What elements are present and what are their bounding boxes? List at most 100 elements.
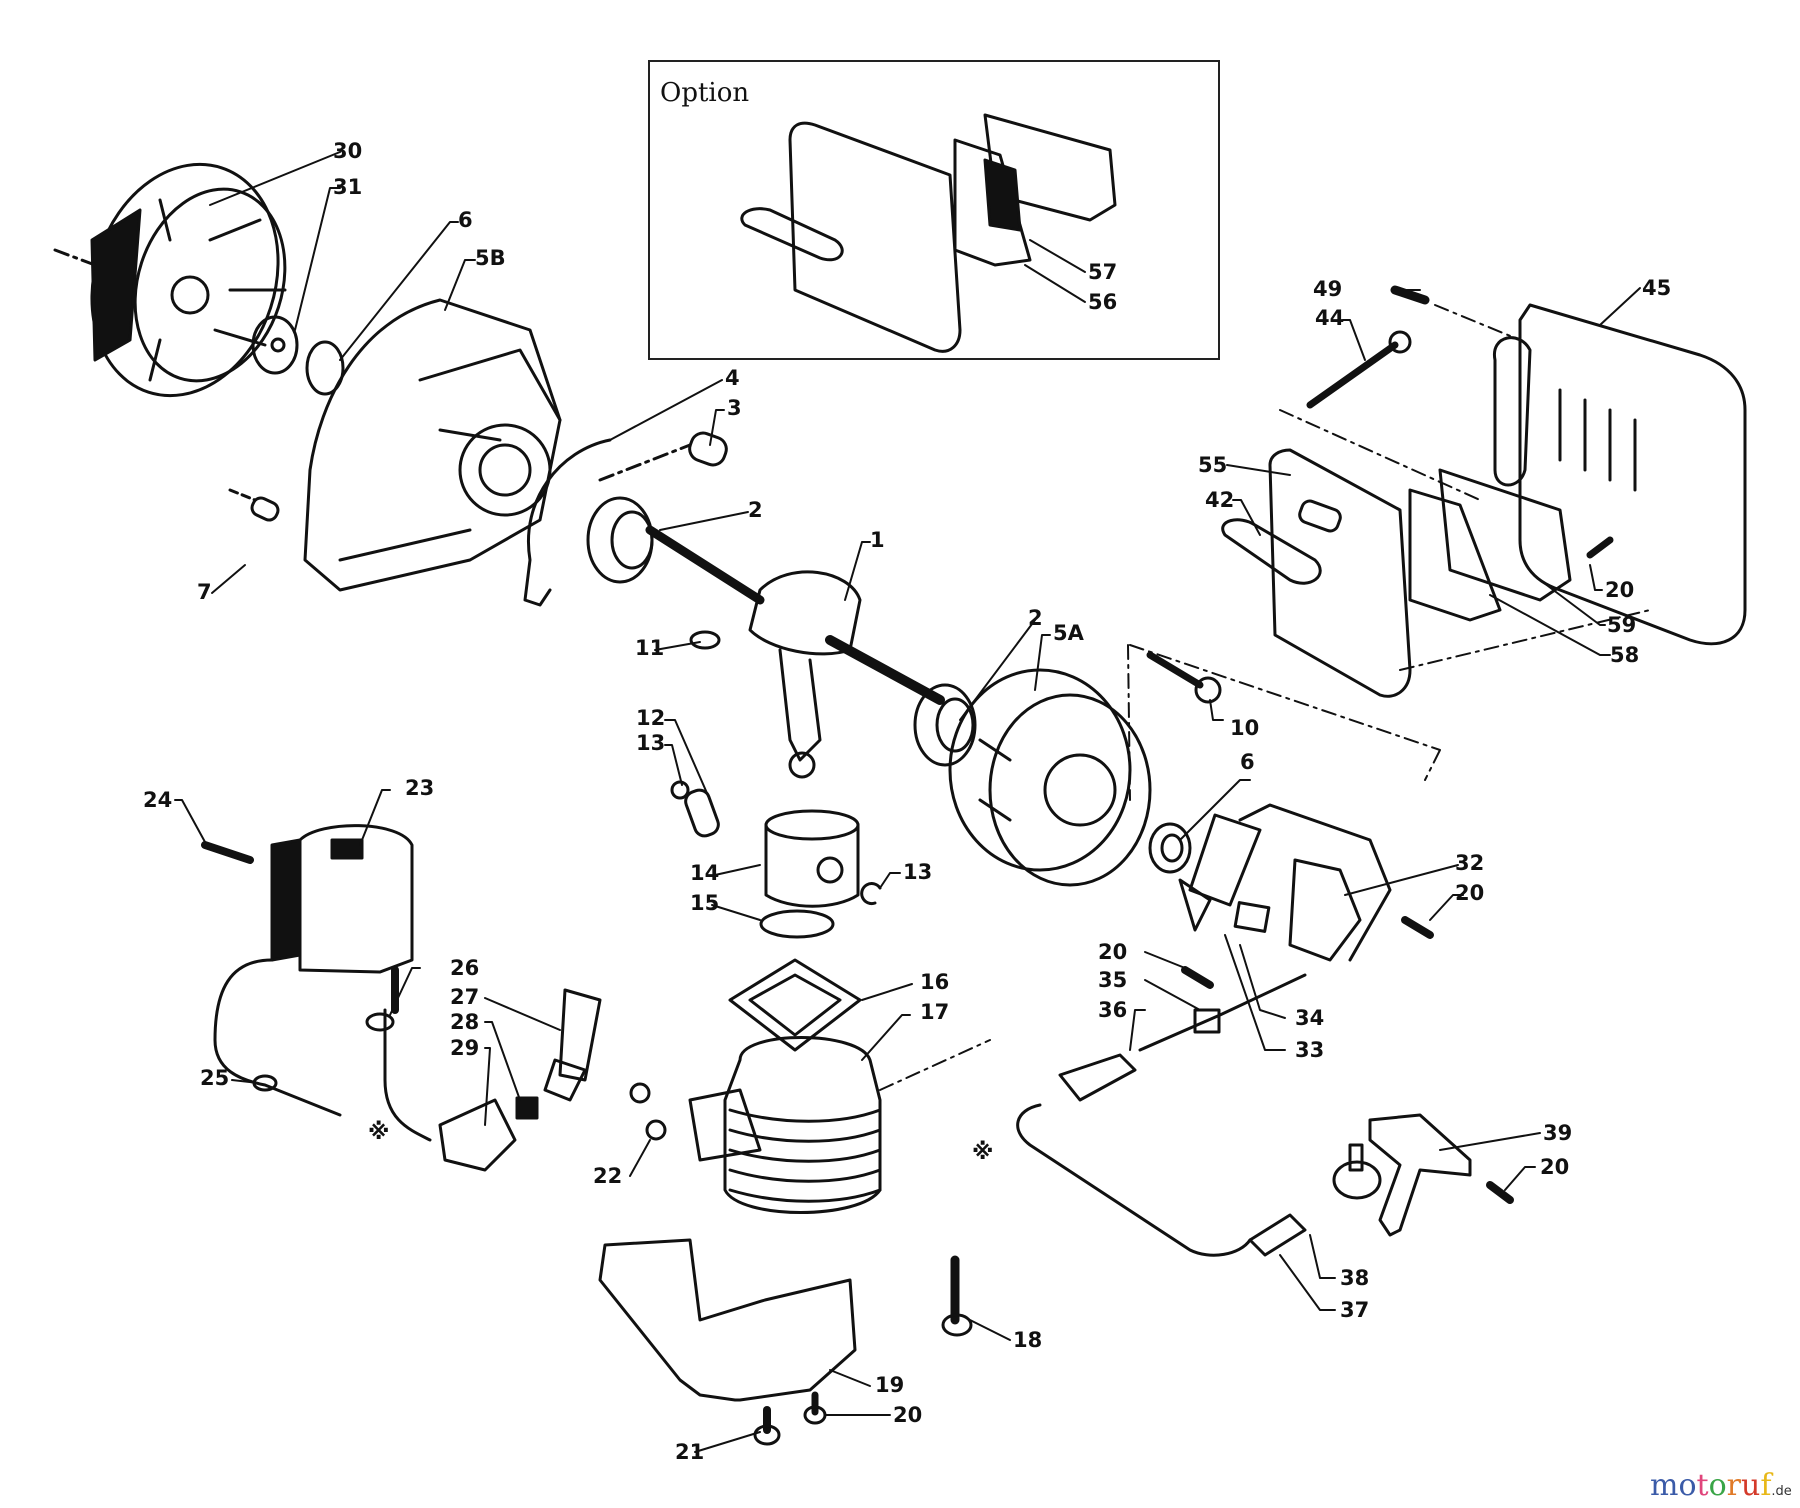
callout-37: 37 bbox=[1340, 1298, 1370, 1322]
flywheel-drawing bbox=[53, 162, 287, 398]
callout-55: 55 bbox=[1198, 453, 1228, 477]
screw-20-bracket-drawing bbox=[1486, 1181, 1514, 1204]
callout-33: 33 bbox=[1295, 1038, 1325, 1062]
callout-31: 31 bbox=[333, 175, 363, 199]
callout-32: 32 bbox=[1455, 851, 1485, 875]
grommet-26-drawing bbox=[365, 1012, 395, 1032]
cylinder-cover-drawing bbox=[598, 1238, 857, 1402]
oil-seal-drawing bbox=[305, 340, 345, 396]
callout-17: 17 bbox=[920, 1000, 950, 1024]
callout-5b: 5B bbox=[475, 246, 506, 270]
stop-switch-drawing bbox=[1332, 1143, 1382, 1200]
watermark-logo: motoruf.de bbox=[1650, 1468, 1792, 1503]
connector-symbol-left: ※ bbox=[368, 1120, 390, 1145]
plate-59-drawing bbox=[1438, 468, 1572, 602]
crankshaft-drawing bbox=[645, 525, 945, 779]
screw-24-drawing bbox=[201, 841, 254, 864]
clamp-drawing bbox=[1193, 1008, 1221, 1034]
callout-30: 30 bbox=[333, 139, 363, 163]
hv-lead-wire bbox=[383, 1008, 432, 1142]
watermark-letter: o bbox=[1678, 1468, 1697, 1503]
gasket-58-drawing bbox=[1408, 488, 1502, 622]
callout-28: 28 bbox=[450, 1010, 480, 1034]
dowel-sleeve-drawing bbox=[598, 431, 728, 482]
callout-3: 3 bbox=[727, 396, 742, 420]
plug-cap-drawing bbox=[438, 1098, 517, 1172]
callout-36: 36 bbox=[1098, 998, 1128, 1022]
callout-24: 24 bbox=[143, 788, 173, 812]
callout-10: 10 bbox=[1230, 716, 1260, 740]
bearing-left-drawing bbox=[586, 496, 654, 584]
ignition-coil-drawing bbox=[270, 824, 414, 1014]
callout-20-left: 20 bbox=[1098, 940, 1128, 964]
breaker-assembly-drawing bbox=[1178, 803, 1392, 962]
callout-34: 34 bbox=[1295, 1006, 1325, 1030]
washer-lower-drawing bbox=[645, 1119, 667, 1141]
callout-5a: 5A bbox=[1053, 621, 1084, 645]
connector-37-drawing bbox=[1248, 1213, 1307, 1257]
screw-49-drawing bbox=[1390, 285, 1430, 305]
spring-drawing bbox=[515, 1096, 539, 1120]
crankcase-gasket-drawing bbox=[523, 438, 612, 607]
callout-25: 25 bbox=[200, 1066, 230, 1090]
cylinder-gasket-drawing bbox=[728, 958, 862, 1052]
callout-59: 59 bbox=[1607, 613, 1637, 637]
callout-45: 45 bbox=[1642, 276, 1672, 300]
option-inset-box bbox=[648, 60, 1220, 360]
crankcase-a-drawing bbox=[948, 668, 1152, 887]
callout-12: 12 bbox=[636, 706, 666, 730]
screw-20-breaker-drawing bbox=[1401, 916, 1434, 939]
callout-56: 56 bbox=[1088, 290, 1118, 314]
callout-20-bottom: 20 bbox=[893, 1403, 923, 1427]
callout-39: 39 bbox=[1543, 1121, 1573, 1145]
spark-plug-drawing bbox=[543, 988, 602, 1102]
watermark-letter: u bbox=[1740, 1468, 1761, 1503]
callout-58: 58 bbox=[1610, 643, 1640, 667]
watermark-letter: f bbox=[1760, 1468, 1772, 1503]
callout-44: 44 bbox=[1315, 306, 1345, 330]
muffler-drawing bbox=[1268, 448, 1412, 698]
piston-drawing bbox=[764, 809, 860, 908]
lead-wire-37-drawing bbox=[1016, 1103, 1252, 1257]
callout-7: 7 bbox=[197, 580, 212, 604]
lead-wire-36-drawing bbox=[1138, 973, 1307, 1052]
callout-49: 49 bbox=[1313, 277, 1343, 301]
callout-20-bracket: 20 bbox=[1540, 1155, 1570, 1179]
muffler-bolt-drawing bbox=[1306, 341, 1399, 409]
callout-20-muffler: 20 bbox=[1605, 578, 1635, 602]
callout-2-left: 2 bbox=[748, 498, 763, 522]
callout-6-left: 6 bbox=[458, 208, 473, 232]
callout-14: 14 bbox=[690, 861, 720, 885]
callout-20-breaker: 20 bbox=[1455, 881, 1485, 905]
callout-13-right: 13 bbox=[903, 860, 933, 884]
circlip-right-drawing bbox=[860, 882, 882, 906]
callout-16: 16 bbox=[920, 970, 950, 994]
callout-23: 23 bbox=[405, 776, 435, 800]
pin-drawing bbox=[250, 496, 280, 522]
option-muffler-drawing bbox=[740, 113, 1117, 353]
watermark-letter: t bbox=[1696, 1468, 1709, 1503]
washer-upper-drawing bbox=[629, 1082, 651, 1104]
callout-15: 15 bbox=[690, 891, 720, 915]
callout-6-right: 6 bbox=[1240, 750, 1255, 774]
woodruff-key-drawing bbox=[689, 630, 721, 650]
callout-13-left: 13 bbox=[636, 731, 666, 755]
cylinder-drawing bbox=[688, 1036, 991, 1214]
coil-ground-wire bbox=[213, 958, 342, 1117]
callout-11: 11 bbox=[635, 636, 665, 660]
callout-4: 4 bbox=[725, 366, 740, 390]
callout-1: 1 bbox=[870, 528, 885, 552]
leader-lines bbox=[174, 151, 1641, 1453]
circlip-left-drawing bbox=[670, 780, 690, 800]
callout-35: 35 bbox=[1098, 968, 1128, 992]
callout-18: 18 bbox=[1013, 1328, 1043, 1352]
screw-20-muffler-drawing bbox=[1586, 536, 1614, 559]
piston-pin-drawing bbox=[684, 788, 720, 838]
switch-bracket-drawing bbox=[1368, 1113, 1472, 1237]
bearing-right-drawing bbox=[913, 683, 977, 767]
callout-38: 38 bbox=[1340, 1266, 1370, 1290]
callout-2-right: 2 bbox=[1028, 606, 1043, 630]
oil-seal-right-drawing bbox=[1148, 822, 1192, 874]
